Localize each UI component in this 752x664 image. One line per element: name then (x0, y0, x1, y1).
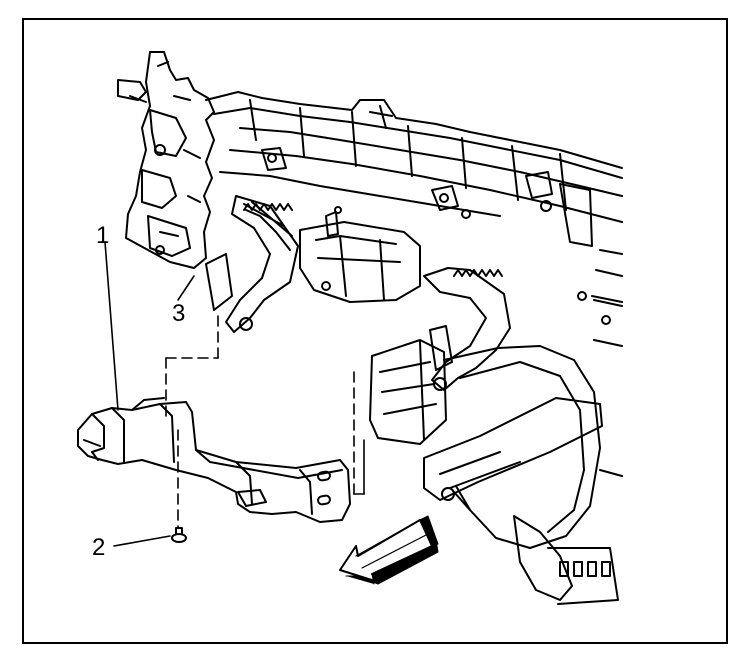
instrument-panel-frame (117, 51, 623, 605)
forward-arrow-icon (339, 515, 439, 585)
illustration-frame (22, 18, 728, 644)
callout-leaders (104, 241, 195, 547)
alignment-lines (165, 311, 355, 529)
alignment-lines-solid (353, 439, 365, 495)
callout-1: 1 (96, 222, 110, 249)
callout-2: 2 (92, 534, 106, 561)
part-1-duct-bracket (77, 397, 351, 523)
part-2-fastener (171, 527, 187, 543)
callout-3: 3 (172, 300, 186, 327)
